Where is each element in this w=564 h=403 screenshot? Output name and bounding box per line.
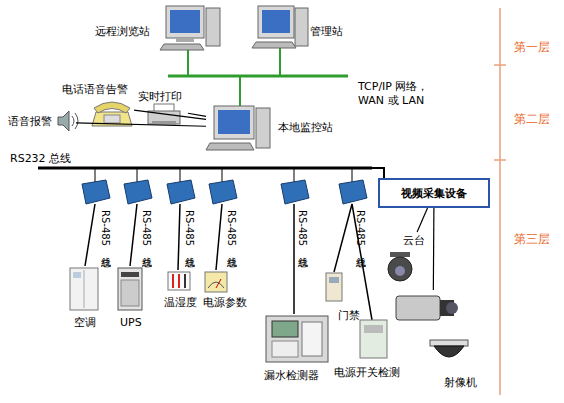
node-label: 空调 <box>74 316 96 329</box>
bus-label: RS-485 总线 <box>100 210 111 249</box>
network-line <box>168 75 348 78</box>
speaker-alarm: 语音报警 <box>6 112 76 132</box>
network-stub <box>279 48 281 76</box>
layer-label: 第三层 <box>514 232 550 246</box>
network-stub <box>239 76 241 106</box>
node-label: 电源参数 <box>203 296 247 309</box>
leak-detector: 漏水检测器 <box>262 313 332 383</box>
pc-station: 远程浏览站 <box>95 5 223 50</box>
node-label: 实时打印 <box>138 90 182 103</box>
node-label: 电话语音告警 <box>62 83 128 96</box>
bus-label: RS-485 总线 <box>297 210 308 249</box>
access-icon <box>326 273 342 301</box>
node-label: UPS <box>120 316 142 329</box>
dome-camera-icon <box>430 340 468 357</box>
switch-detector: 电源开关检测 <box>334 318 406 380</box>
pc-station: 管理站 <box>252 5 350 50</box>
box-camera-icon <box>396 296 458 320</box>
bus-label: RS-485 总线 <box>184 210 195 249</box>
bus-label: RS-485 总线 <box>355 210 366 249</box>
rs232-bus <box>38 167 372 170</box>
bus-label: RS-485 总线 <box>141 210 152 249</box>
power-meter: 电源参数 <box>202 270 254 310</box>
switch-detector-icon <box>360 320 387 358</box>
ups: UPS <box>116 266 146 332</box>
connector-line <box>134 110 206 119</box>
layer-tick <box>494 64 506 66</box>
node-label: 电源开关检测 <box>334 366 400 379</box>
node-label: 门禁 <box>338 309 360 322</box>
network-label: TCP/IP 网络， WAN 或 LAN <box>358 80 438 108</box>
node-label: 漏水检测器 <box>264 369 319 382</box>
pc-icon <box>160 6 220 50</box>
node-label: 语音报警 <box>8 115 52 128</box>
speaker-icon <box>58 111 78 131</box>
camera: 射像机 <box>388 290 478 390</box>
leak-detector-icon <box>266 316 328 362</box>
layer-divider <box>499 8 501 395</box>
phone-icon <box>92 102 132 126</box>
node-label: 管理站 <box>310 25 343 38</box>
layer-label: 第二层 <box>514 112 550 126</box>
node-label: 温湿度 <box>164 296 197 309</box>
access-control: 门禁 <box>324 271 358 323</box>
pc-icon <box>206 106 270 150</box>
connector-line <box>76 123 206 126</box>
ups-icon <box>118 268 142 310</box>
connector-line <box>188 113 206 116</box>
meter-icon <box>205 272 227 292</box>
printer: 实时打印 <box>138 90 188 128</box>
temp-humidity: 温湿度 <box>163 270 203 310</box>
node-label: 远程浏览站 <box>95 25 150 38</box>
connector-line <box>417 208 427 232</box>
bus-link <box>372 168 384 178</box>
node-label: 本地监控站 <box>278 121 333 134</box>
phone-alarm: 电话语音告警 <box>60 83 134 128</box>
node-label: 云台 <box>403 234 425 247</box>
converter-icons <box>82 168 367 204</box>
aircon-icon <box>70 268 98 310</box>
connector-line <box>433 208 435 290</box>
layer-label: 第一层 <box>514 40 550 54</box>
ptz-camera: 云台 <box>383 232 427 288</box>
thermo-icon <box>168 272 190 290</box>
node-label: 视频采集设备 <box>401 187 467 200</box>
ptz-camera-icon <box>388 252 412 281</box>
rs485-lines <box>85 204 372 320</box>
layer-tick <box>494 159 506 161</box>
air-conditioner: 空调 <box>66 266 102 332</box>
network-label: RS232 总线 <box>10 152 71 166</box>
bus-label: RS-485 总线 <box>226 210 237 249</box>
network-stub <box>187 48 189 76</box>
node-label: 射像机 <box>444 376 477 389</box>
pc-icon <box>252 6 308 48</box>
pc-station: 本地监控站 <box>206 103 342 153</box>
video-capture-box: 视频采集设备 <box>378 178 490 208</box>
